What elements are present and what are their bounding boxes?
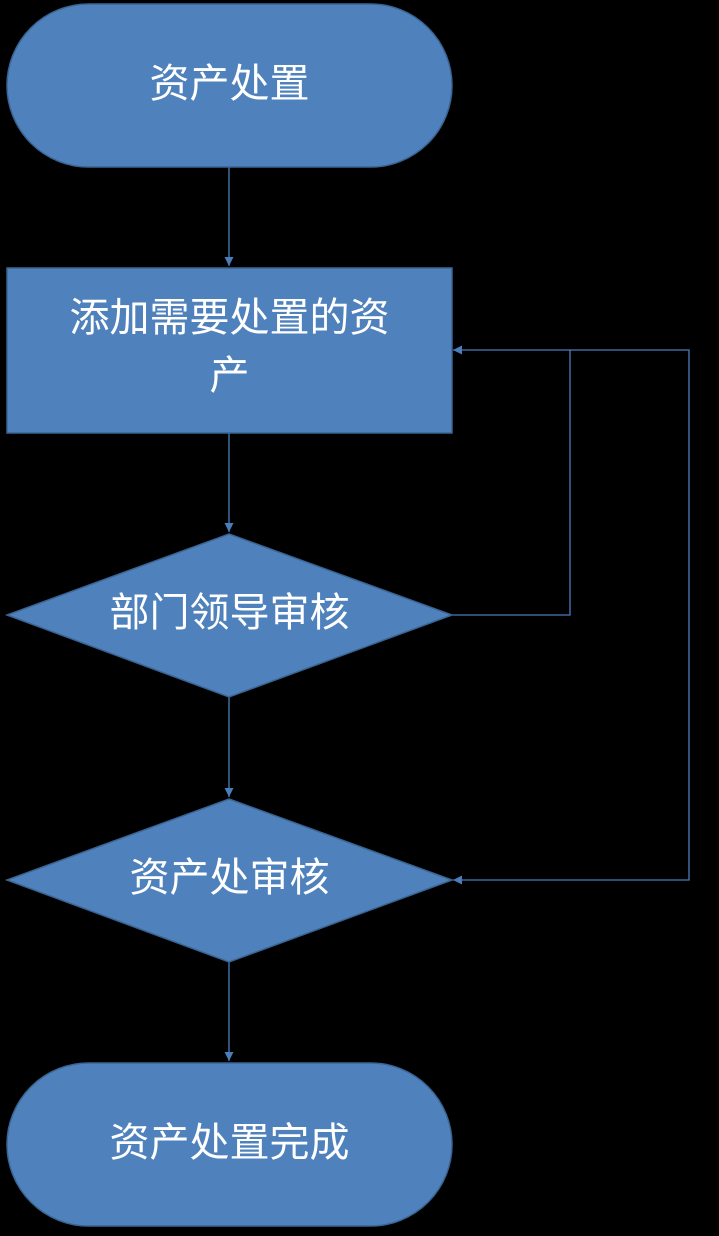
asset-review-node[interactable]: 资产处审核 [4, 798, 455, 963]
connector-dept-review-back-to-add [452, 345, 571, 616]
add-assets-node[interactable]: 添加需要处置的资 产 [6, 267, 453, 434]
asset-review-decision-shape [4, 798, 455, 963]
dept-review-label: 部门领导审核 [110, 590, 350, 636]
dept-review-decision-shape [4, 533, 455, 698]
dept-review-node[interactable]: 部门领导审核 [4, 533, 455, 698]
end-terminator-shape [6, 1062, 453, 1227]
add-assets-label-line2: 产 [210, 353, 250, 399]
end-label: 资产处置完成 [110, 1120, 350, 1166]
start-node[interactable]: 资产处置 [6, 3, 453, 168]
start-label: 资产处置 [150, 61, 310, 107]
asset-review-label: 资产处审核 [130, 855, 330, 901]
connectors [224, 167, 690, 1061]
add-assets-label-line1: 添加需要处置的资 [70, 295, 390, 341]
connector-add-to-asset-review [453, 349, 690, 885]
end-node[interactable]: 资产处置完成 [6, 1062, 453, 1227]
add-assets-process-shape [6, 267, 453, 434]
start-terminator-shape [6, 3, 453, 168]
